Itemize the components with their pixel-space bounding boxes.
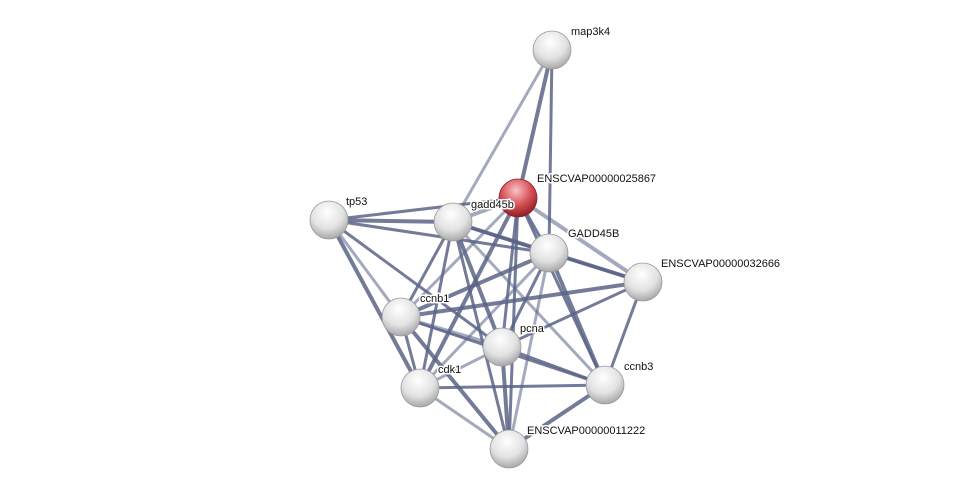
node-sphere[interactable] xyxy=(585,365,625,405)
edge-tp53-gadd45b[interactable] xyxy=(328,218,454,224)
node-label: ccnb3 xyxy=(624,361,653,373)
node-ENSCVAP00000011222[interactable]: ENSCVAP00000011222 xyxy=(489,424,647,469)
edge-ENSCVAP00000025867-cdk1[interactable] xyxy=(418,197,520,389)
node-tp53[interactable]: tp53 xyxy=(309,195,369,240)
edge-GADD45B-ENSCVAP00000011222[interactable] xyxy=(507,252,551,450)
node-label: ENSCVAP00000025867 xyxy=(537,173,656,185)
edge-ENSCVAP00000032666-ccnb1[interactable] xyxy=(400,280,644,319)
node-sphere[interactable] xyxy=(532,30,572,70)
node-pcna[interactable]: pcna xyxy=(482,322,546,367)
node-label: tp53 xyxy=(346,196,367,208)
node-gadd45b[interactable]: gadd45b xyxy=(433,198,515,242)
edge-gadd45b-ENSCVAP00000011222[interactable] xyxy=(451,221,511,450)
edge-ccnb1-ENSCVAP00000011222[interactable] xyxy=(399,315,511,451)
node-label: ENSCVAP00000032666 xyxy=(661,258,780,270)
node-ccnb1[interactable]: ccnb1 xyxy=(381,292,451,337)
node-label: ENSCVAP00000011222 xyxy=(527,425,645,437)
node-ENSCVAP00000032666[interactable]: ENSCVAP00000032666 xyxy=(623,257,782,302)
node-label: ccnb1 xyxy=(420,293,449,305)
node-sphere[interactable] xyxy=(489,429,529,469)
edge-GADD45B-ccnb3[interactable] xyxy=(547,252,607,386)
node-cdk1[interactable]: cdk1 xyxy=(400,363,463,408)
edge-map3k4-ENSCVAP00000025867[interactable] xyxy=(516,49,554,199)
node-sphere[interactable] xyxy=(482,327,522,367)
edge-gadd45b-ccnb3[interactable] xyxy=(451,220,607,387)
node-label: pcna xyxy=(520,323,545,335)
edge-tp53-ccnb1[interactable] xyxy=(327,219,403,318)
node-sphere[interactable] xyxy=(529,233,569,273)
node-ENSCVAP00000025867[interactable]: ENSCVAP00000025867 xyxy=(498,172,658,218)
node-sphere[interactable] xyxy=(623,262,663,302)
node-sphere[interactable] xyxy=(498,178,538,218)
node-label: cdk1 xyxy=(438,364,461,376)
node-map3k4[interactable]: map3k4 xyxy=(532,25,612,70)
edge-cdk1-ccnb3[interactable] xyxy=(419,383,606,390)
edge-GADD45B-ccnb1[interactable] xyxy=(400,251,550,319)
node-sphere[interactable] xyxy=(400,368,440,408)
edge-map3k4-gadd45b[interactable] xyxy=(451,49,554,223)
edge-gadd45b-cdk1[interactable] xyxy=(418,221,455,389)
node-GADD45B[interactable]: GADD45B xyxy=(529,227,621,273)
edge-ENSCVAP00000032666-pcna[interactable] xyxy=(501,280,644,349)
edge-ENSCVAP00000025867-ENSCVAP00000032666[interactable] xyxy=(516,196,645,284)
node-label: gadd45b xyxy=(471,199,514,211)
node-sphere[interactable] xyxy=(381,297,421,337)
node-ccnb3[interactable]: ccnb3 xyxy=(585,360,655,405)
node-label: GADD45B xyxy=(568,228,619,240)
node-sphere[interactable] xyxy=(309,200,349,240)
edge-ENSCVAP00000025867-ccnb1[interactable] xyxy=(399,196,520,319)
edge-tp53-cdk1[interactable] xyxy=(327,219,422,389)
node-label: map3k4 xyxy=(571,26,610,38)
edge-tp53-pcna[interactable] xyxy=(328,218,503,349)
node-sphere[interactable] xyxy=(433,202,473,242)
edge-ENSCVAP00000025867-pcna[interactable] xyxy=(500,197,520,348)
edge-tp53-ENSCVAP00000025867[interactable] xyxy=(328,196,519,222)
